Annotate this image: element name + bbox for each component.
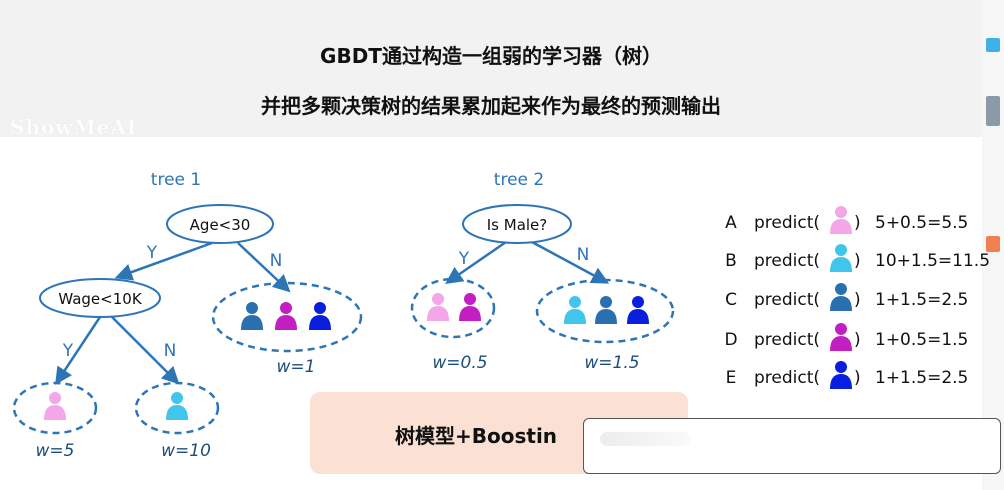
- person-icon-cyan: [564, 296, 586, 324]
- person-icon-cyan: [166, 392, 188, 420]
- person-icon-magenta: [459, 293, 481, 321]
- tree1-edge-left-right: [111, 316, 180, 385]
- prediction-prefix: predict(: [754, 330, 820, 350]
- tree2-root-label: Is Male?: [487, 216, 548, 234]
- prediction-row-c: C predict( ) 1+1.5=2.5: [725, 283, 968, 311]
- prediction-suffix: ): [854, 290, 861, 310]
- tree1-root-right-edge-label: N: [270, 251, 283, 271]
- boosting-label: 树模型+Boostin: [395, 424, 558, 448]
- tree2-leaf-left-weight: w=0.5: [432, 353, 487, 373]
- person-icon-steel: [830, 283, 852, 311]
- tree2-title: tree 2: [494, 170, 544, 190]
- prediction-result: 10+1.5=11.5: [875, 251, 990, 271]
- prediction-id: B: [725, 251, 737, 271]
- prediction-row-e: E predict( ) 1+1.5=2.5: [726, 361, 968, 389]
- prediction-prefix: predict(: [754, 213, 820, 233]
- prediction-prefix: predict(: [754, 290, 820, 310]
- prediction-prefix: predict(: [754, 251, 820, 271]
- tree1-left-label: Wage<10K: [58, 290, 142, 308]
- prediction-suffix: ): [854, 213, 861, 233]
- person-icon-pink: [830, 206, 852, 234]
- tree1-leaf-left-left: [12, 381, 98, 435]
- tree1-root-label: Age<30: [190, 216, 251, 234]
- tree1-left-right-edge-label: N: [164, 341, 177, 361]
- person-icon-steel: [241, 302, 263, 330]
- person-icon-blue: [309, 302, 331, 330]
- header-title-line2: 并把多颗决策树的结果累加起来作为最终的预测输出: [261, 94, 721, 118]
- tree1-leaf-left-right: [134, 381, 220, 435]
- prediction-prefix: predict(: [754, 368, 820, 388]
- prediction-suffix: ): [854, 330, 861, 350]
- tree1-leaf-right-weight: w=1: [277, 357, 316, 377]
- tree1-leaf-left-right-weight: w=10: [161, 441, 211, 461]
- prediction-id: D: [724, 330, 737, 350]
- tree2-edge-left: [445, 240, 507, 284]
- prediction-result: 5+0.5=5.5: [875, 213, 968, 233]
- person-icon-steel: [595, 296, 617, 324]
- strip-mark-cyan: [986, 38, 1000, 52]
- tree2-edge-right: [531, 240, 610, 284]
- overlay-blur-mark: [600, 432, 690, 446]
- prediction-result: 1+0.5=1.5: [875, 330, 968, 350]
- person-icon-blue: [830, 361, 852, 389]
- header-title-line1: GBDT通过构造一组弱的学习器（树）: [320, 44, 662, 68]
- tree2-leaf-right: [535, 278, 675, 344]
- prediction-result: 1+1.5=2.5: [875, 368, 968, 388]
- person-icon-pink: [44, 392, 66, 420]
- person-icon-pink: [427, 293, 449, 321]
- tree1-leaf-left-left-weight: w=5: [36, 441, 75, 461]
- person-icon-magenta: [275, 302, 297, 330]
- tree2-root-node: [462, 204, 572, 244]
- person-icon-cyan: [830, 244, 852, 272]
- person-icon-magenta: [830, 323, 852, 351]
- prediction-row-d: D predict( ) 1+0.5=1.5: [724, 323, 968, 351]
- tree1-edge-root-left: [114, 241, 213, 281]
- tree1-title: tree 1: [151, 170, 201, 190]
- tree1-left-node: [39, 278, 161, 318]
- tree1-left-left-edge-label: Y: [62, 341, 74, 361]
- person-icon-blue: [627, 296, 649, 324]
- prediction-id: A: [725, 213, 737, 233]
- tree2-left-edge-label: Y: [458, 249, 470, 269]
- tree2-leaf-left: [410, 277, 496, 339]
- overlay-panel: [583, 418, 1001, 474]
- watermark: ShowMeAI: [10, 115, 138, 139]
- tree2-leaf-right-weight: w=1.5: [584, 353, 639, 373]
- tree1-root-left-edge-label: Y: [146, 243, 158, 263]
- prediction-id: C: [725, 290, 737, 310]
- prediction-id: E: [726, 368, 737, 388]
- prediction-row-b: B predict( ) 10+1.5=11.5: [725, 244, 990, 272]
- tree1-edge-left-left: [55, 316, 102, 385]
- strip-mark-gray: [986, 96, 1000, 126]
- prediction-row-a: A predict( ) 5+0.5=5.5: [725, 206, 968, 234]
- prediction-result: 1+1.5=2.5: [875, 290, 968, 310]
- tree1-root-node: [166, 204, 274, 244]
- tree1-leaf-right: [211, 281, 363, 353]
- strip-mark-orange: [986, 236, 1000, 252]
- prediction-suffix: ): [854, 368, 861, 388]
- tree2-right-edge-label: N: [577, 245, 590, 265]
- header-banner: [0, 0, 982, 137]
- prediction-suffix: ): [854, 251, 861, 271]
